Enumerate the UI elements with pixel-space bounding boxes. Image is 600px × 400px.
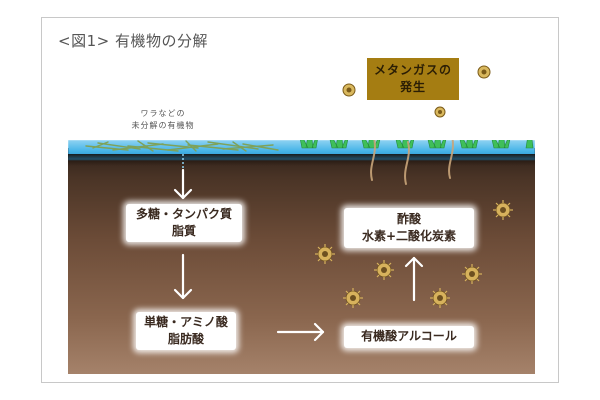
straw-label-line1: ワラなどの <box>140 109 186 118</box>
methane-label-box: メタンガスの 発生 <box>367 58 459 100</box>
monosaccharide-line2: 脂肪酸 <box>167 332 204 346</box>
acetic-line1: 酢酸 <box>396 212 421 226</box>
microbe-icon <box>493 200 513 220</box>
organic-acid-line1: 有機酸アルコール <box>361 329 457 343</box>
polysaccharide-protein-lipid-box: 多糖・タンパク質 脂質 <box>126 204 242 242</box>
straw-icon <box>85 140 279 152</box>
straw-label: ワラなどの 未分解の有機物 <box>118 108 208 132</box>
monosaccharide-line1: 単糖・アミノ酸 <box>144 315 228 329</box>
paddy-soil-scene: 多糖・タンパク質 脂質 単糖・アミノ酸 脂肪酸 有機酸アルコール 酢酸 水素+二… <box>68 140 535 374</box>
grass-icon <box>300 140 534 149</box>
monosaccharide-aminoacid-fattyacid-box: 単糖・アミノ酸 脂肪酸 <box>136 312 236 350</box>
scene-graphics <box>85 140 534 342</box>
figure-title: <図1> 有機物の分解 <box>58 32 208 50</box>
acetic-hydrogen-co2-box: 酢酸 水素+二酸化炭素 <box>344 208 474 248</box>
microbe-icon <box>374 260 394 280</box>
polysaccharide-line1: 多糖・タンパク質 <box>135 207 232 221</box>
microbe-icon <box>315 244 335 264</box>
microbe-icon <box>430 288 450 308</box>
polysaccharide-line2: 脂質 <box>171 224 196 238</box>
methane-stem-icon <box>370 140 454 185</box>
methane-label-line2: 発生 <box>399 80 426 94</box>
water-soil-boundary <box>68 154 535 166</box>
straw-label-line2: 未分解の有機物 <box>131 121 195 130</box>
microbe-icon <box>462 264 482 284</box>
acetic-line2: 水素+二酸化炭素 <box>361 229 457 243</box>
organic-acid-alcohol-box: 有機酸アルコール <box>344 326 474 348</box>
methane-label-line1: メタンガスの <box>373 63 452 77</box>
arrow-icon <box>173 168 424 342</box>
microbe-icon <box>343 288 363 308</box>
